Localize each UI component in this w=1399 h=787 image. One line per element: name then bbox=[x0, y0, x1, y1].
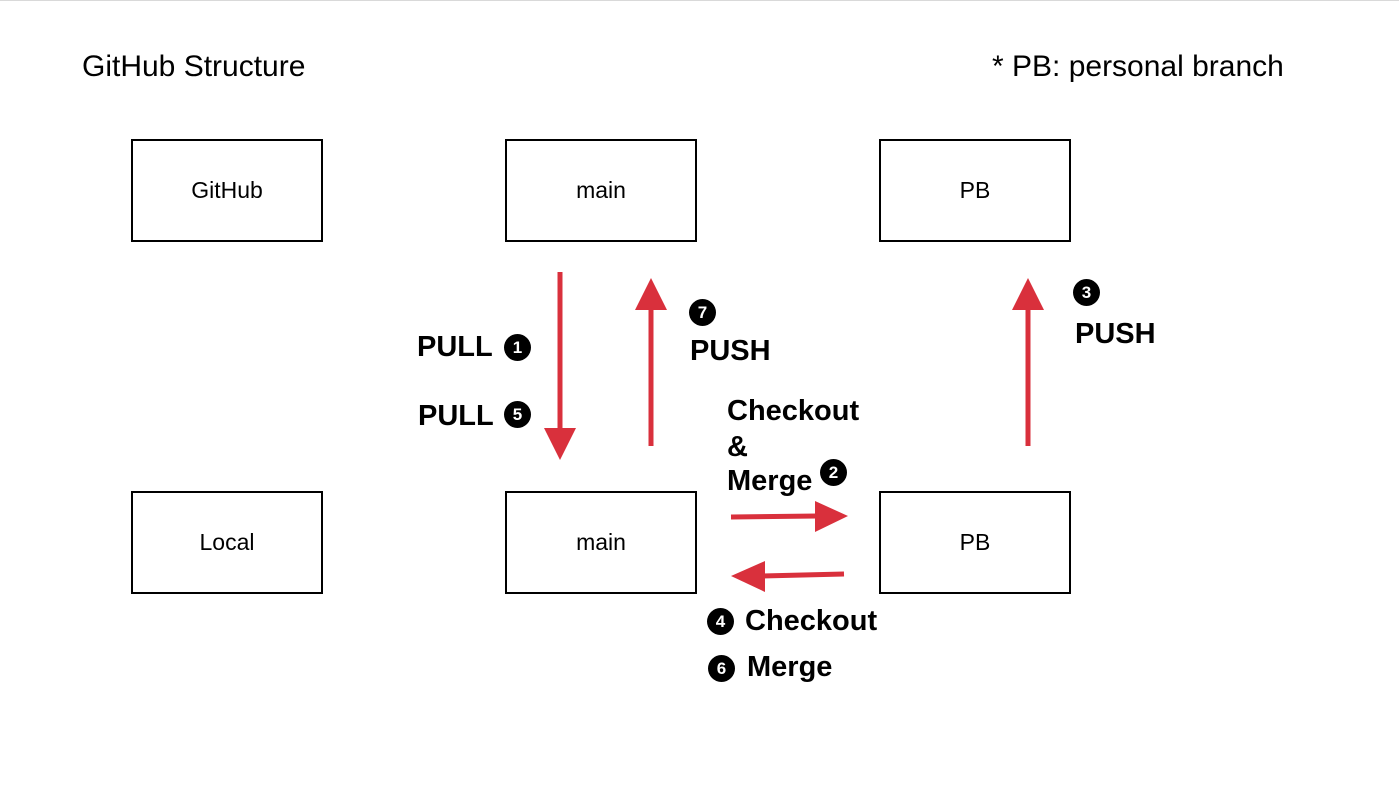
step-4-label: Checkout bbox=[745, 605, 878, 637]
step-2-badge: 2 bbox=[820, 459, 847, 486]
step-6-label: Merge bbox=[747, 651, 833, 683]
push-pb-arrow bbox=[1012, 278, 1044, 446]
step-2-line-checkout: Checkout bbox=[727, 395, 860, 427]
step-3-label: PUSH bbox=[1075, 318, 1156, 350]
step-5-badge: 5 bbox=[504, 401, 531, 428]
step-7-label: PUSH bbox=[690, 335, 771, 367]
push-main-arrow bbox=[635, 278, 667, 446]
step-1-label: PULL bbox=[417, 331, 493, 363]
checkout-to-main-arrow bbox=[731, 561, 845, 592]
step-2-line-ampersand: & bbox=[727, 431, 748, 463]
row-label-local: Local bbox=[131, 491, 323, 594]
step-4-badge: 4 bbox=[707, 608, 734, 635]
checkout-merge-to-pb-arrow bbox=[730, 501, 848, 532]
local-main-box: main bbox=[505, 491, 697, 594]
remote-main-box: main bbox=[505, 139, 697, 242]
step-7-badge: 7 bbox=[689, 299, 716, 326]
local-pb-box: PB bbox=[879, 491, 1071, 594]
top-divider bbox=[0, 0, 1399, 1]
step-5-label: PULL bbox=[418, 400, 494, 432]
diagram-title: GitHub Structure bbox=[82, 50, 306, 83]
step-2-line-merge: Merge bbox=[727, 465, 813, 497]
pull-arrow bbox=[544, 272, 576, 460]
step-6-badge: 6 bbox=[708, 655, 735, 682]
legend-note: * PB: personal branch bbox=[992, 50, 1284, 83]
step-1-badge: 1 bbox=[504, 334, 531, 361]
remote-pb-box: PB bbox=[879, 139, 1071, 242]
row-label-github: GitHub bbox=[131, 139, 323, 242]
step-3-badge: 3 bbox=[1073, 279, 1100, 306]
